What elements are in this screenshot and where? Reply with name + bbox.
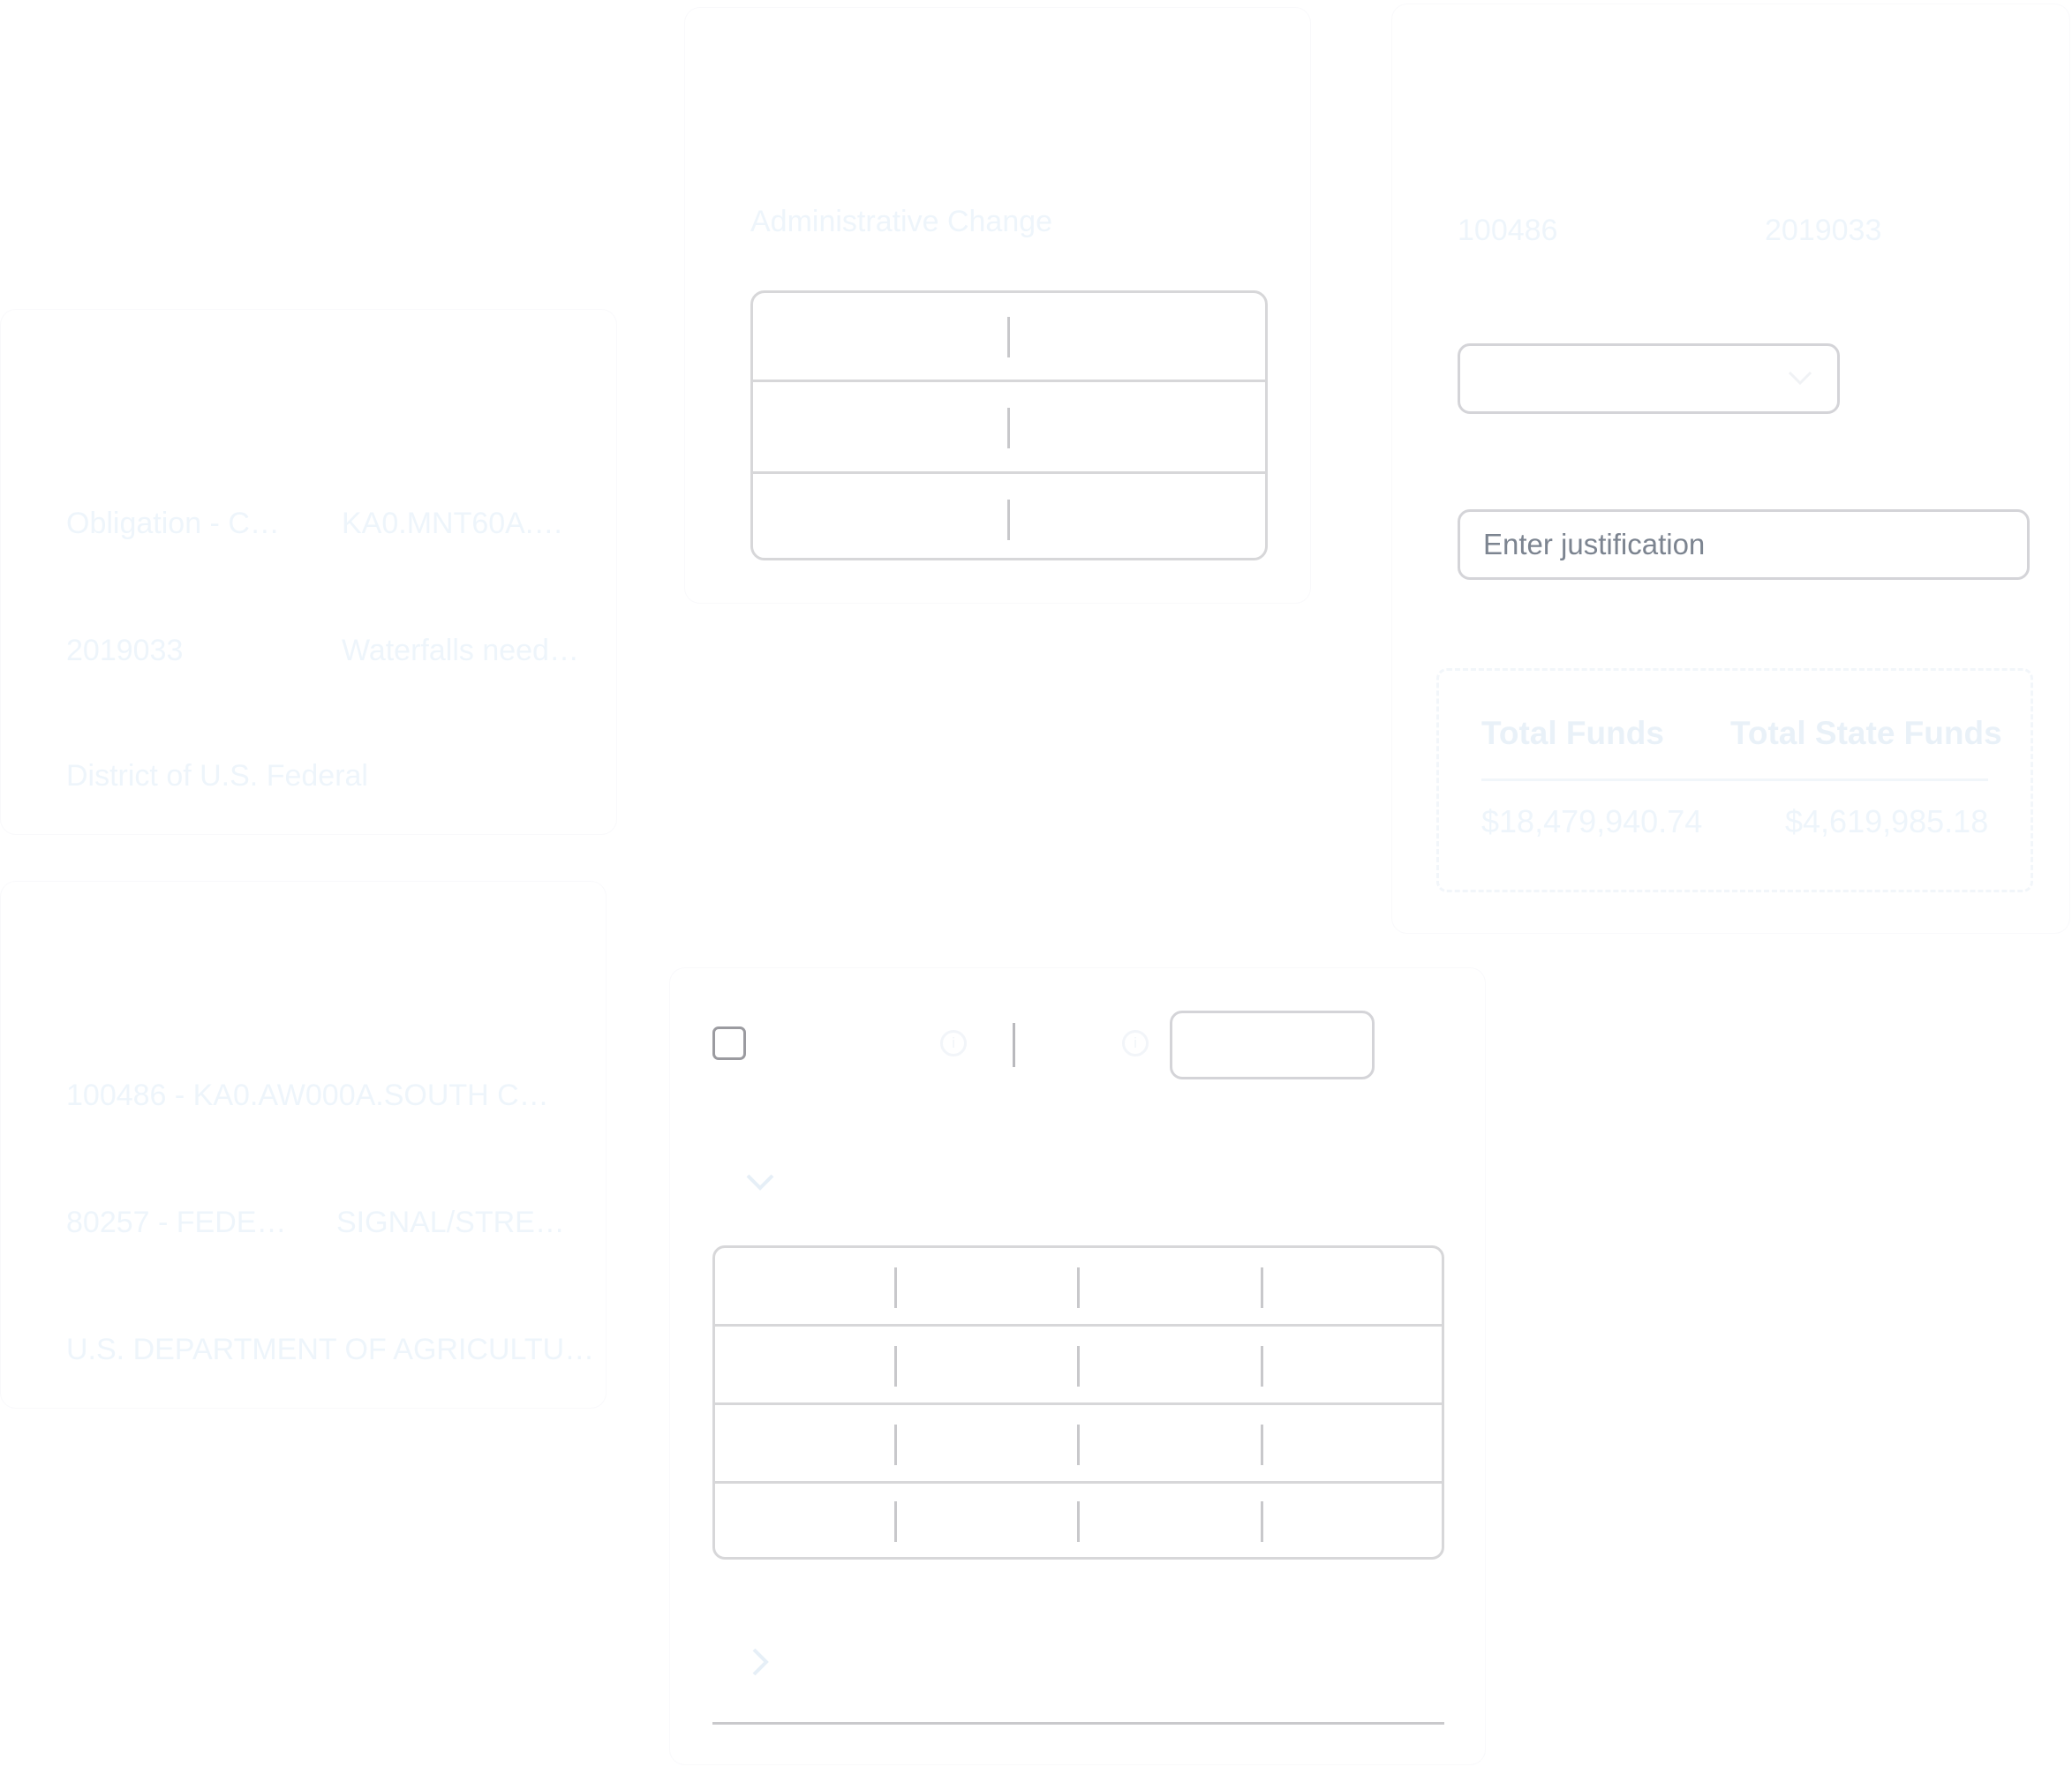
table-row[interactable] — [753, 474, 1265, 558]
column-divider — [894, 1501, 897, 1542]
project-id-value: 100486 — [1458, 214, 1558, 247]
project-info-card: 100486 - KA0.AW000A.SOUTH CAPIT… 80257 -… — [0, 881, 607, 1409]
fund-value: 80257 - FEDERA… — [66, 1206, 296, 1239]
table-row[interactable] — [753, 382, 1265, 474]
info-icon[interactable]: i — [1122, 1030, 1149, 1056]
column-divider — [894, 1267, 897, 1308]
table-row[interactable] — [753, 293, 1265, 382]
totals-summary: Total Funds Total State Funds $18,479,94… — [1436, 668, 2033, 892]
justification-input[interactable] — [1458, 509, 2030, 580]
total-state-funds-header: Total State Funds — [1730, 715, 2002, 751]
justification-card: 100486 2019033 Total Funds Total State F… — [1391, 4, 2070, 934]
table-row[interactable] — [715, 1405, 1442, 1484]
amount-input[interactable] — [1170, 1011, 1375, 1079]
obligation-info-card: Obligation - Co… KA0.MNT60A.ST… 2019033 … — [0, 309, 617, 835]
column-divider — [1077, 1267, 1080, 1308]
total-state-funds-value: $4,619,985.18 — [1785, 803, 1989, 839]
column-divider — [1007, 408, 1010, 448]
fiscal-id-value: 2019033 — [1765, 214, 1882, 247]
column-divider — [1261, 1267, 1263, 1308]
change-type-select[interactable] — [1458, 343, 1840, 414]
totals-divider — [1481, 778, 1988, 781]
account-value: KA0.MNT60A.ST… — [342, 507, 580, 540]
chevron-down-icon — [1788, 371, 1812, 386]
admin-change-table — [750, 290, 1268, 560]
fiscal-id-value: 2019033 — [66, 634, 184, 667]
program-value: SIGNAL/STREE… — [336, 1206, 566, 1239]
column-divider — [894, 1346, 897, 1387]
table-row[interactable] — [715, 1484, 1442, 1557]
total-funds-header: Total Funds — [1481, 715, 1664, 751]
column-divider — [1077, 1346, 1080, 1387]
administrative-change-title: Administrative Change — [750, 205, 1053, 238]
column-divider — [1261, 1501, 1263, 1542]
total-funds-value: $18,479,940.74 — [1481, 803, 1703, 839]
funding-lines-card: i i — [669, 967, 1486, 1765]
table-row[interactable] — [715, 1327, 1442, 1405]
column-divider — [1261, 1425, 1263, 1465]
info-icon[interactable]: i — [940, 1030, 967, 1056]
agency-value: U.S. DEPARTMENT OF AGRICULTURE — [66, 1333, 596, 1366]
funding-lines-table — [712, 1245, 1444, 1560]
column-divider — [1261, 1346, 1263, 1387]
chevron-down-icon[interactable] — [744, 1171, 776, 1192]
column-divider — [1077, 1425, 1080, 1465]
column-divider — [1007, 500, 1010, 540]
chevron-right-icon[interactable] — [750, 1646, 771, 1678]
column-divider — [894, 1425, 897, 1465]
select-all-checkbox[interactable] — [712, 1026, 746, 1060]
description-value: Waterfalls need… — [342, 634, 579, 667]
table-row[interactable] — [715, 1248, 1442, 1327]
column-divider — [1007, 317, 1010, 357]
obligation-type-value: Obligation - Co… — [66, 507, 296, 540]
section-divider — [712, 1722, 1444, 1725]
administrative-change-card: Administrative Change — [684, 7, 1311, 604]
toolbar-divider — [1013, 1023, 1015, 1067]
district-value: District of U.S. Federal — [66, 759, 368, 793]
column-divider — [1077, 1501, 1080, 1542]
project-account-value: 100486 - KA0.AW000A.SOUTH CAPIT… — [66, 1079, 561, 1112]
